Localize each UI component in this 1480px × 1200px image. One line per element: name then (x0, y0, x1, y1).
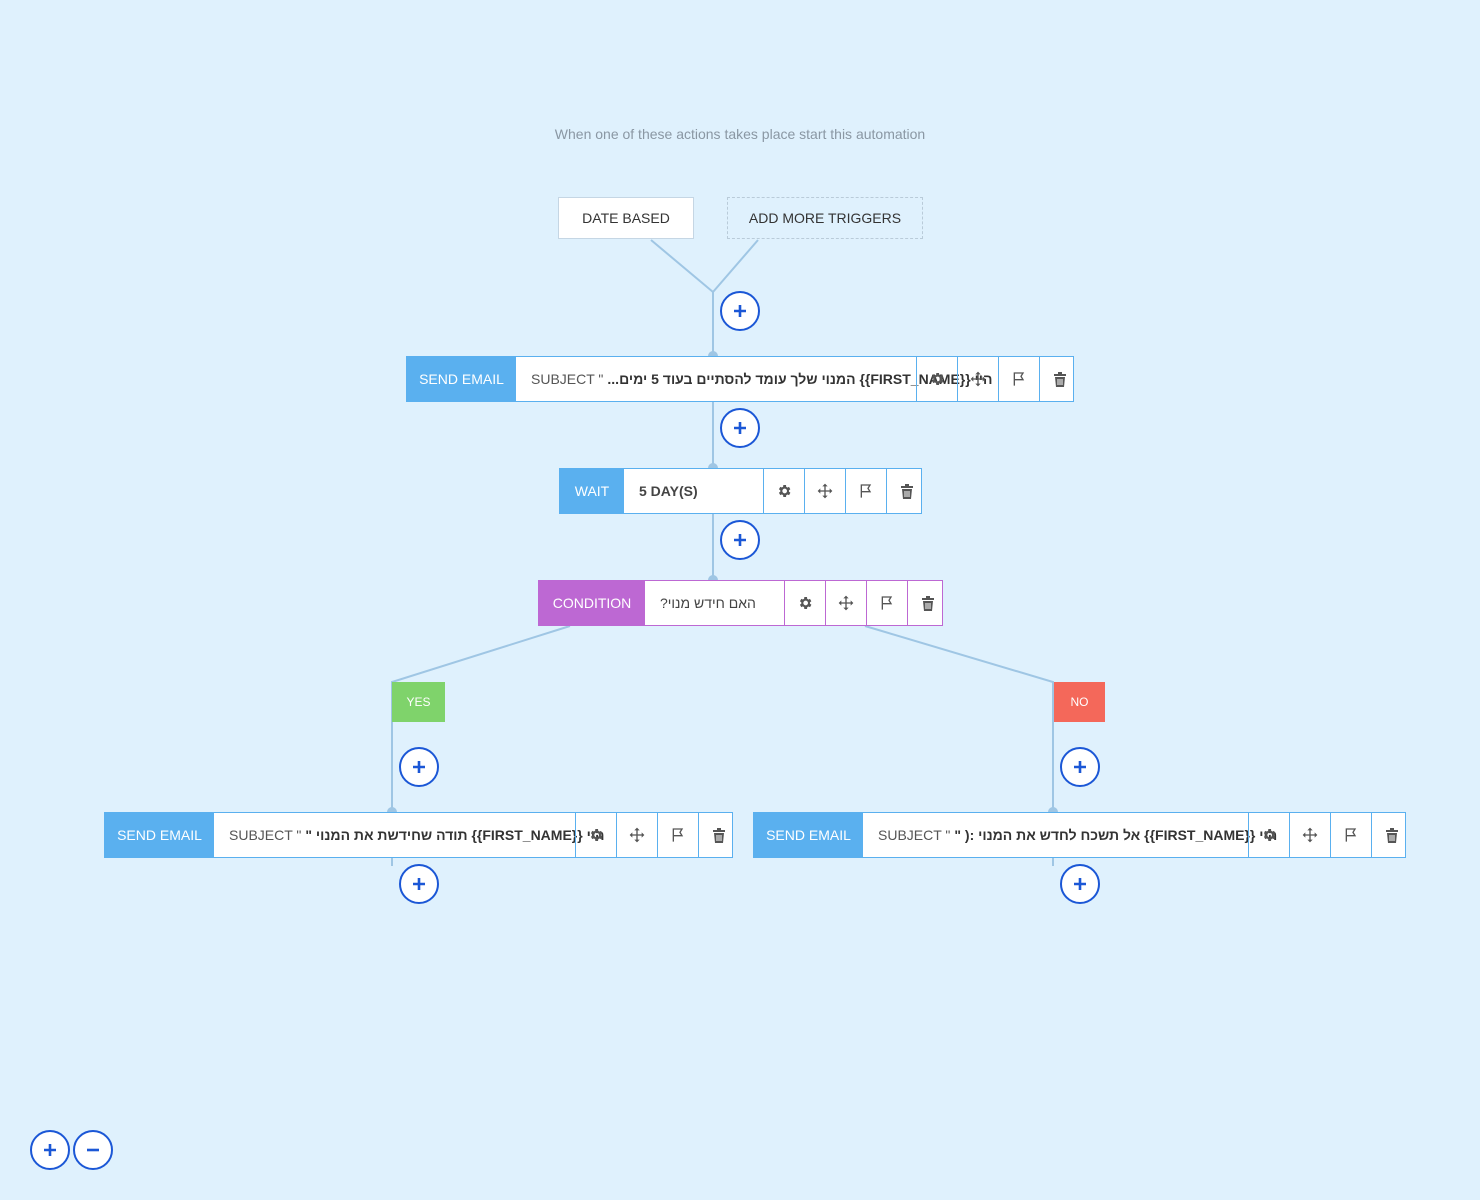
plus-icon (734, 305, 746, 317)
settings-button[interactable] (916, 357, 957, 401)
zoom-in-icon (44, 1144, 56, 1156)
trash-icon (1054, 372, 1066, 387)
settings-button[interactable] (784, 581, 825, 625)
delete-button[interactable] (907, 581, 948, 625)
action-type-label: CONDITION (539, 581, 645, 625)
plus-icon (734, 534, 746, 546)
flag-button[interactable] (1330, 813, 1371, 857)
move-icon (1302, 827, 1318, 843)
plus-icon (1074, 761, 1086, 773)
trigger-connector (650, 239, 759, 356)
gear-icon (590, 829, 603, 841)
add-step-button[interactable] (720, 408, 760, 448)
subject-value: היי {{FIRST_NAME}} תודה שחידשת את המנוי … (305, 827, 605, 843)
add-step-yes-end-button[interactable] (399, 864, 439, 904)
flag-button[interactable] (657, 813, 698, 857)
add-more-triggers-button[interactable]: ADD MORE TRIGGERS (727, 197, 923, 239)
add-step-button[interactable] (720, 291, 760, 331)
no-branch-label: NO (1054, 682, 1105, 722)
yes-branch-label: YES (392, 682, 445, 722)
zoom-in-button[interactable] (30, 1130, 70, 1170)
plus-icon (413, 761, 425, 773)
flag-button[interactable] (998, 357, 1039, 401)
add-step-no-button[interactable] (1060, 747, 1100, 787)
trash-icon (922, 596, 934, 611)
delete-button[interactable] (1371, 813, 1412, 857)
add-step-button[interactable] (720, 520, 760, 560)
delete-button[interactable] (886, 469, 927, 513)
settings-button[interactable] (1248, 813, 1289, 857)
plus-icon (734, 422, 746, 434)
move-icon (970, 371, 986, 387)
date-based-trigger[interactable]: DATE BASED (558, 197, 694, 239)
action-type-label: WAIT (560, 469, 624, 513)
plus-icon (1074, 878, 1086, 890)
action-subject[interactable]: SUBJECT " היי {{FIRST_NAME}} המנוי שלך ע… (516, 357, 993, 401)
condition-text[interactable]: האם חידש מנוי? (645, 581, 784, 625)
move-button[interactable] (957, 357, 998, 401)
move-button[interactable] (1289, 813, 1330, 857)
add-step-no-end-button[interactable] (1060, 864, 1100, 904)
flag-icon (881, 596, 893, 610)
gear-icon (778, 485, 791, 497)
trash-icon (1386, 828, 1398, 843)
zoom-out-icon (87, 1148, 99, 1152)
delete-button[interactable] (1039, 357, 1080, 401)
condition-value: האם חידש מנוי? (660, 595, 756, 611)
move-icon (817, 483, 833, 499)
send-email-yes-action[interactable]: SEND EMAIL SUBJECT " היי {{FIRST_NAME}} … (104, 812, 733, 858)
action-type-label: SEND EMAIL (105, 813, 214, 857)
flag-button[interactable] (866, 581, 907, 625)
gear-icon (799, 597, 812, 609)
connector-condition-no (864, 625, 1054, 812)
wait-duration[interactable]: 5 DAY(S) (639, 483, 698, 499)
move-button[interactable] (825, 581, 866, 625)
add-step-yes-button[interactable] (399, 747, 439, 787)
action-subject[interactable]: SUBJECT " היי {{FIRST_NAME}} תודה שחידשת… (214, 813, 605, 857)
action-type-label: SEND EMAIL (407, 357, 516, 401)
action-type-label: SEND EMAIL (754, 813, 863, 857)
zoom-out-button[interactable] (73, 1130, 113, 1170)
wait-action[interactable]: WAIT 5 DAY(S) (559, 468, 922, 514)
move-button[interactable] (616, 813, 657, 857)
flag-icon (672, 828, 684, 842)
send-email-action[interactable]: SEND EMAIL SUBJECT " היי {{FIRST_NAME}} … (406, 356, 1074, 402)
subject-prefix: SUBJECT " (229, 827, 302, 843)
flag-button[interactable] (845, 469, 886, 513)
flag-icon (1013, 372, 1025, 386)
trash-icon (901, 484, 913, 499)
subject-value: היי {{FIRST_NAME}} אל תשכח לחדש את המנוי… (954, 827, 1278, 843)
settings-button[interactable] (763, 469, 804, 513)
subject-prefix: SUBJECT " (531, 371, 604, 387)
action-subject[interactable]: SUBJECT " היי {{FIRST_NAME}} אל תשכח לחד… (863, 813, 1277, 857)
trash-icon (713, 828, 725, 843)
flag-icon (1345, 828, 1357, 842)
delete-button[interactable] (698, 813, 739, 857)
automation-intro-text: When one of these actions takes place st… (554, 126, 926, 142)
move-button[interactable] (804, 469, 845, 513)
subject-prefix: SUBJECT " (878, 827, 951, 843)
plus-icon (413, 878, 425, 890)
settings-button[interactable] (575, 813, 616, 857)
condition-action[interactable]: CONDITION האם חידש מנוי? (538, 580, 943, 626)
flag-icon (860, 484, 872, 498)
gear-icon (931, 373, 944, 385)
gear-icon (1263, 829, 1276, 841)
move-icon (838, 595, 854, 611)
send-email-no-action[interactable]: SEND EMAIL SUBJECT " היי {{FIRST_NAME}} … (753, 812, 1406, 858)
move-icon (629, 827, 645, 843)
